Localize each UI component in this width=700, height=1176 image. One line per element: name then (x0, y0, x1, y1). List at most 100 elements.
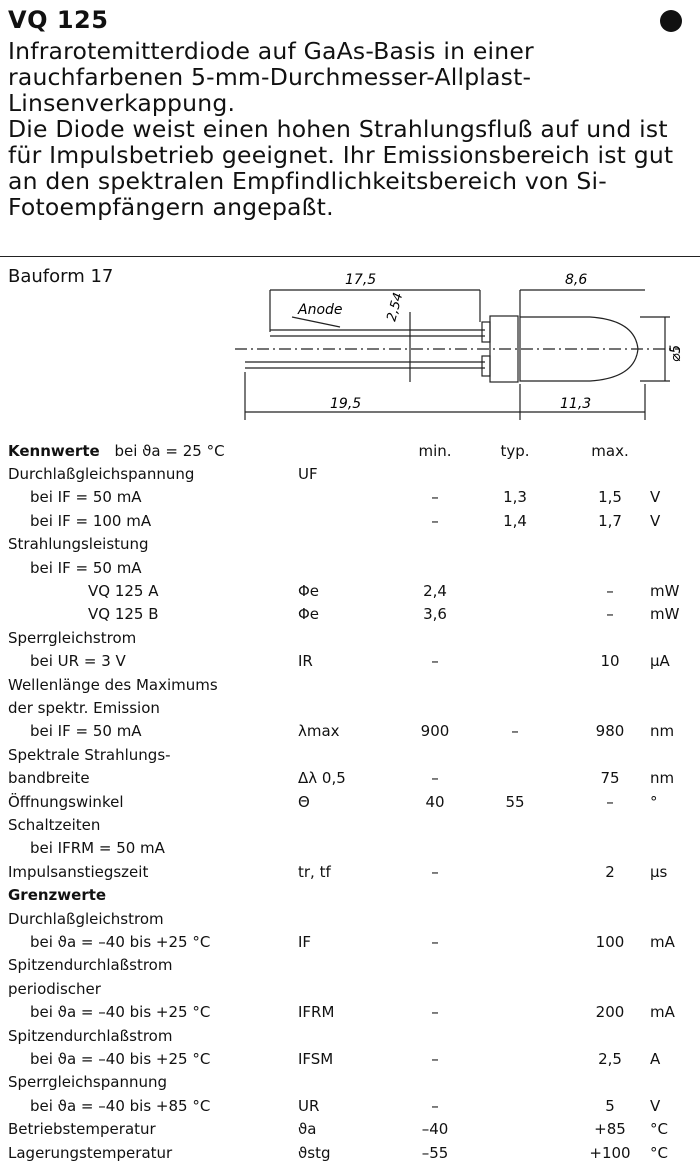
page-title: VQ 125 (8, 6, 109, 34)
row-unit: ° (650, 792, 658, 811)
table-row: Grenzwerte (0, 884, 700, 907)
row-label: periodischer (8, 979, 101, 998)
header-label: Kennwerte bei ϑa = 25 °C (8, 442, 225, 460)
row-unit: °C (650, 1143, 668, 1162)
row-unit: mA (650, 1003, 675, 1022)
description: Infrarotemitterdiode auf GaAs-Basis in e… (8, 38, 692, 220)
row-unit: nm (650, 769, 675, 788)
row-unit: mW (650, 605, 680, 624)
divider (0, 256, 700, 257)
row-min: – (431, 1096, 439, 1115)
row-label: bei IF = 50 mA (30, 722, 142, 741)
row-unit: °C (650, 1120, 668, 1139)
row-symbol: IF (298, 933, 312, 951)
dim-2-54: 2,54 (384, 291, 406, 323)
row-label: Grenzwerte (8, 886, 107, 905)
row-max: 10 (600, 652, 620, 671)
row-label: Lagerungstemperatur (8, 1143, 173, 1162)
table-row: Durchlaßgleichstrom (0, 908, 700, 931)
row-min: – (431, 1003, 439, 1022)
row-label: bei ϑa = –40 bis +25 °C (30, 1003, 211, 1022)
row-min: –40 (421, 1120, 449, 1139)
row-label: bei ϑa = –40 bis +85 °C (30, 1096, 211, 1115)
dim-17-5: 17,5 (345, 272, 376, 288)
table-row: der spektr. Emission (0, 697, 700, 720)
table-row: Spektrale Strahlungs- (0, 744, 700, 767)
package-label: Bauform 17 (8, 266, 114, 287)
row-label: Sperrgleichspannung (8, 1073, 167, 1092)
row-max: 5 (605, 1096, 615, 1115)
table-row: periodischer (0, 978, 700, 1001)
row-min: –55 (421, 1143, 449, 1162)
row-max: +100 (589, 1143, 631, 1162)
row-min: – (431, 933, 439, 951)
row-label: Durchlaßgleichspannung (8, 465, 195, 483)
row-max: 100 (595, 933, 625, 951)
table-row: Durchlaßgleichspannung UF (0, 463, 700, 486)
header-max: max. (591, 442, 629, 460)
table-row: bei IF = 50 mA (0, 557, 700, 580)
row-label: Spektrale Strahlungs- (8, 745, 171, 764)
row-label: Spitzendurchlaßstrom (8, 1026, 173, 1045)
row-symbol: Φe (298, 582, 320, 600)
table-row: Spitzendurchlaßstrom (0, 1025, 700, 1048)
row-min: – (431, 652, 439, 671)
dim-8-6: 8,6 (565, 272, 587, 288)
row-symbol: Θ (298, 792, 310, 811)
row-label: bei IF = 100 mA (30, 511, 152, 530)
row-label: bei IF = 50 mA (30, 558, 142, 577)
row-label: bei IF = 50 mA (30, 488, 142, 507)
table-row: Sperrgleichspannung (0, 1071, 700, 1094)
bullet-dot (660, 10, 682, 32)
table-row: Sperrgleichstrom (0, 627, 700, 650)
row-min: 3,6 (423, 605, 447, 624)
table-row: Wellenlänge des Maximums (0, 674, 700, 697)
row-label: bei IFRM = 50 mA (30, 839, 165, 858)
row-label: Spitzendurchlaßstrom (8, 956, 173, 975)
row-max: 2 (605, 862, 615, 881)
row-label: VQ 125 B (88, 605, 159, 624)
row-symbol: Φe (298, 605, 320, 624)
row-unit: A (650, 1050, 661, 1068)
table-header: Kennwerte bei ϑa = 25 °C min. typ. max. (0, 440, 700, 463)
dim-11-3: 11,3 (560, 396, 591, 412)
row-min: – (431, 511, 439, 530)
row-min: 900 (420, 722, 450, 741)
row-max: – (606, 605, 614, 624)
header-typ: typ. (500, 442, 530, 460)
description-paragraph-2: Die Diode weist einen hohen Strahlungsfl… (8, 115, 674, 221)
row-max: 75 (600, 769, 620, 788)
row-symbol: IFRM (298, 1003, 335, 1022)
row-max: 980 (595, 722, 625, 741)
row-min: – (431, 1050, 439, 1068)
row-symbol: ϑa (298, 1120, 317, 1139)
row-min: – (431, 862, 439, 881)
description-paragraph-1: Infrarotemitterdiode auf GaAs-Basis in e… (8, 37, 534, 117)
row-unit: V (650, 488, 661, 507)
row-label: bei ϑa = –40 bis +25 °C (30, 1050, 211, 1068)
table-row: Lagerungstemperatur ϑstg –55 +100 °C (0, 1142, 700, 1165)
dim-19-5: 19,5 (330, 396, 361, 412)
row-symbol: λmax (298, 722, 340, 741)
table-row: Schaltzeiten (0, 814, 700, 837)
header-min: min. (418, 442, 452, 460)
row-unit: mW (650, 582, 680, 600)
table-row: Spitzendurchlaßstrom (0, 954, 700, 977)
row-label: der spektr. Emission (8, 699, 160, 717)
row-symbol: ϑstg (298, 1143, 331, 1162)
row-symbol: UF (298, 465, 318, 483)
row-max: 2,5 (598, 1050, 622, 1068)
row-label: Impulsanstiegszeit (8, 862, 149, 881)
row-unit: V (650, 1096, 661, 1115)
row-unit: V (650, 511, 661, 530)
row-label: bandbreite (8, 769, 90, 788)
row-min: – (431, 769, 439, 788)
